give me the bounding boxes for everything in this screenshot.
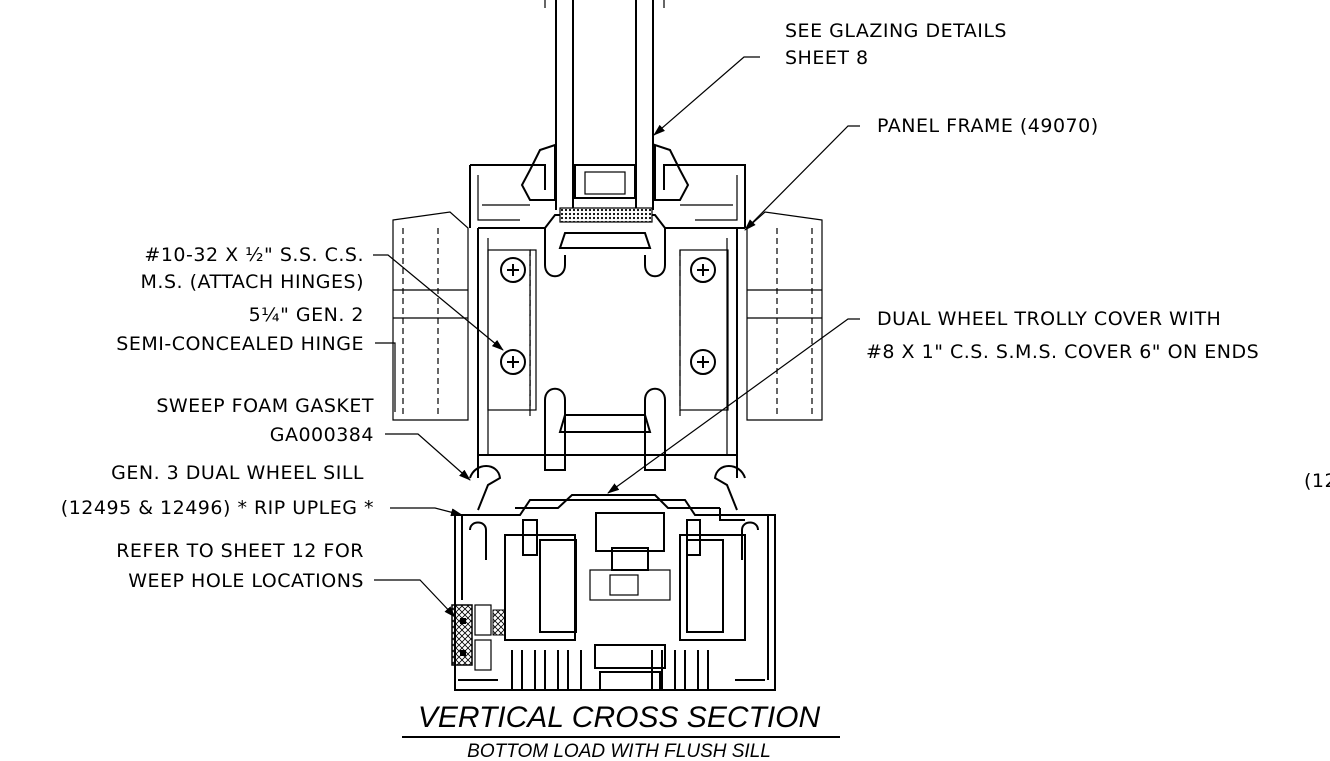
hinge-label-line2: SEMI-CONCEALED HINGE (116, 333, 364, 355)
screw-label-line2: M.S. (ATTACH HINGES) (141, 271, 364, 293)
weep-label-line2: WEEP HOLE LOCATIONS (128, 570, 364, 592)
weep-label-line1: REFER TO SHEET 12 FOR (116, 540, 364, 562)
trolly-label-line1: DUAL WHEEL TROLLY COVER WITH (877, 308, 1221, 330)
title-main: VERTICAL CROSS SECTION (418, 701, 821, 734)
cut-off-label: (12 (1304, 470, 1330, 492)
title-sub: BOTTOM LOAD WITH FLUSH SILL (467, 741, 771, 761)
sill-profile (451, 494, 776, 691)
drawing-title: VERTICAL CROSS SECTION BOTTOM LOAD WITH … (402, 701, 840, 761)
sill-label-line2: (12495 & 12496) * RIP UPLEG * (61, 497, 374, 519)
annotations: SEE GLAZING DETAILS SHEET 8 PANEL FRAME … (61, 20, 1330, 592)
glass-panes (544, 0, 665, 210)
glazing-label-line1: SEE GLAZING DETAILS (785, 20, 1007, 42)
hinge-bodies (392, 211, 823, 421)
screw-label-line1: #10-32 X ½" S.S. C.S. (144, 244, 364, 266)
sweep-label-line1: SWEEP FOAM GASKET (156, 395, 374, 417)
sweep-gaskets (469, 465, 746, 511)
leader-lines (373, 56, 860, 618)
trolly-label-line2: #8 X 1" C.S. S.M.S. COVER 6" ON ENDS (866, 341, 1259, 363)
sweep-label-line2: GA000384 (270, 424, 374, 446)
glazing-label-line2: SHEET 8 (785, 47, 869, 69)
panel-frame-label: PANEL FRAME (49070) (877, 115, 1099, 137)
hinge-label-line1: 5¼" GEN. 2 (249, 304, 364, 326)
panel-frame (469, 143, 746, 478)
hinge-screws (500, 257, 716, 375)
sill-label-line1: GEN. 3 DUAL WHEEL SILL (111, 462, 364, 484)
